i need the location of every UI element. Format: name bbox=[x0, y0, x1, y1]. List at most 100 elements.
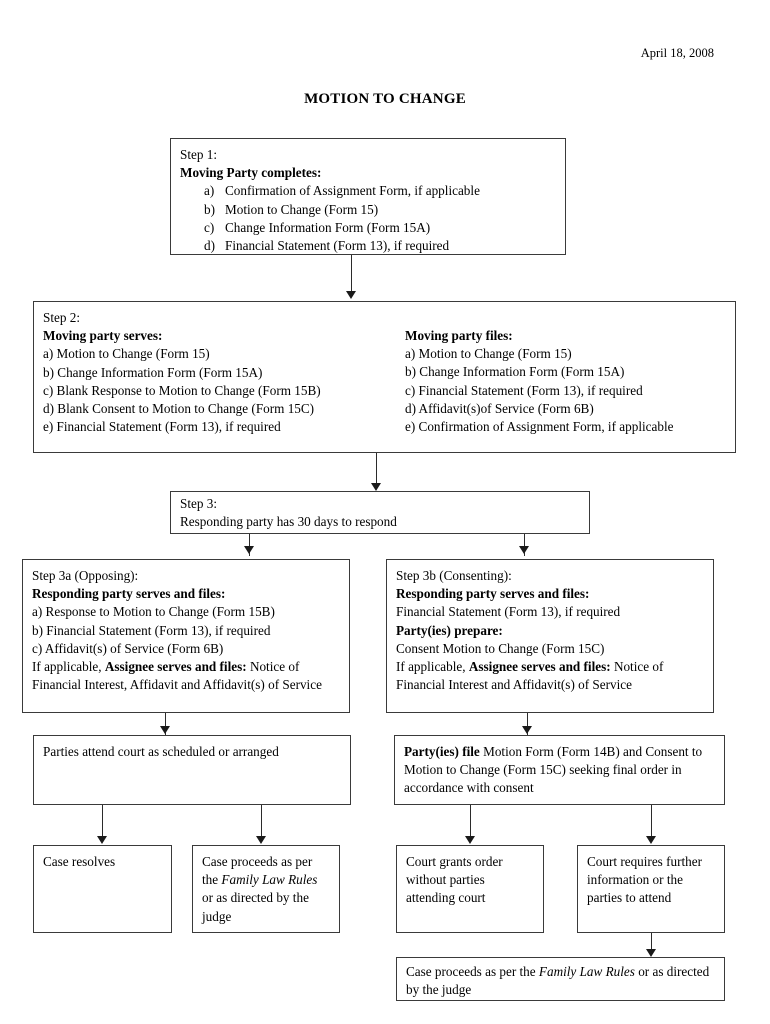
connector-step3a-attend-court bbox=[165, 713, 167, 735]
list-text: Financial Statement (Form 13), if requir… bbox=[225, 238, 450, 254]
attend-court-box: Parties attend court as scheduled or arr… bbox=[33, 735, 351, 805]
step-3b-heading-2: Party(ies) prepare: bbox=[396, 622, 503, 638]
arrowhead-court-requires bbox=[646, 836, 656, 844]
step-3-text: Responding party has 30 days to respond bbox=[180, 514, 397, 530]
step-3b-line-2: Consent Motion to Change (Form 15C) bbox=[396, 640, 605, 656]
note-suffix: Notice of Financial Interest and Affidav… bbox=[396, 659, 664, 693]
party-file-text: Party(ies) file Motion Form (Form 14B) a… bbox=[404, 743, 715, 798]
arrowhead-step3-step3b bbox=[519, 546, 529, 554]
arrowhead-step3-step3a bbox=[244, 546, 254, 554]
connector-attend-court-case-proceeds bbox=[261, 805, 263, 839]
step-3a-note: If applicable, Assignee serves and files… bbox=[32, 658, 340, 694]
list-item: e) Confirmation of Assignment Form, if a… bbox=[405, 419, 674, 435]
court-grants-order-box: Court grants order without parties atten… bbox=[396, 845, 544, 933]
connector-party-file-court-requires bbox=[651, 805, 653, 839]
list-item: c) Financial Statement (Form 13), if req… bbox=[405, 382, 643, 398]
arrowhead-step3a-attend-court bbox=[160, 726, 170, 734]
list-item: c) Affidavit(s) of Service (Form 6B) bbox=[32, 640, 224, 656]
list-item: d) Financial Statement (Form 13), if requ… bbox=[204, 237, 556, 255]
step-3b-box: Step 3b (Consenting): Responding party s… bbox=[386, 559, 714, 713]
document-date: April 18, 2008 bbox=[640, 46, 714, 60]
step-2-files-column: Moving party files: a) Motion to Change … bbox=[405, 327, 673, 436]
text-part-1: Case proceeds as per the bbox=[406, 964, 539, 979]
list-text: Motion to Change (Form 15) bbox=[225, 201, 379, 217]
step-2-box: Step 2: Moving party serves: a) Motion t… bbox=[33, 301, 736, 453]
case-resolves-text: Case resolves bbox=[43, 854, 116, 869]
list-item: c)Change Information Form (Form 15A) bbox=[204, 219, 556, 237]
connector-step3-step3b bbox=[524, 534, 526, 556]
note-bold: Assignee serves and files: bbox=[104, 659, 247, 675]
step-3-box: Step 3: Responding party has 30 days to … bbox=[170, 491, 590, 534]
court-requires-text: Court requires further information or th… bbox=[587, 854, 702, 906]
connector-step2-step3 bbox=[376, 453, 378, 485]
attend-court-text: Parties attend court as scheduled or arr… bbox=[43, 744, 279, 759]
step-3a-heading: Responding party serves and files: bbox=[32, 586, 226, 602]
court-requires-info-box: Court requires further information or th… bbox=[577, 845, 725, 933]
list-text: Change Information Form (Form 15A) bbox=[225, 219, 431, 235]
note-bold: Assignee serves and files: bbox=[468, 659, 611, 675]
step-3-label: Step 3: bbox=[180, 496, 217, 511]
connector-party-file-court-grants bbox=[470, 805, 472, 839]
step-2-label: Step 2: bbox=[43, 310, 80, 325]
step-3b-heading-1: Responding party serves and files: bbox=[396, 586, 590, 602]
list-item: b) Financial Statement (Form 13), if req… bbox=[32, 622, 271, 638]
arrowhead-case-proceeds-bottom bbox=[646, 949, 656, 957]
arrowhead-case-resolves bbox=[97, 836, 107, 844]
connector-step3-step3a bbox=[249, 534, 251, 556]
list-item: b) Motion to Change (Form 15) bbox=[204, 201, 556, 219]
list-item: d) Blank Consent to Motion to Change (Fo… bbox=[43, 401, 315, 417]
list-item: a) Confirmation of Assignment Form, if ap… bbox=[204, 182, 556, 200]
text-part-1: Case proceeds as per the bbox=[202, 854, 313, 888]
party-file-rest: Motion Form (Form 14B) and Consent to Mo… bbox=[404, 744, 703, 796]
list-item: b) Change Information Form (Form 15A) bbox=[43, 364, 263, 380]
court-grants-text: Court grants order without parties atten… bbox=[406, 854, 503, 906]
step-1-label: Step 1: bbox=[180, 147, 217, 162]
connector-attend-court-case-resolves bbox=[102, 805, 104, 839]
step-3b-line-1: Financial Statement (Form 13), if requir… bbox=[396, 604, 621, 620]
list-item: e) Financial Statement (Form 13), if req… bbox=[43, 419, 281, 435]
text-part-2: or as directed by the judge bbox=[202, 890, 309, 924]
step-2-serves-column: Step 2: Moving party serves: a) Motion t… bbox=[43, 309, 321, 436]
step-1-list: a) Confirmation of Assignment Form, if ap… bbox=[180, 182, 556, 255]
step-2-files-heading: Moving party files: bbox=[405, 328, 513, 343]
arrowhead-case-proceeds-left bbox=[256, 836, 266, 844]
step-3b-note: If applicable, Assignee serves and files… bbox=[396, 658, 704, 694]
arrowhead-court-grants bbox=[465, 836, 475, 844]
case-proceeds-bottom-text: Case proceeds as per the Family Law Rule… bbox=[406, 963, 715, 999]
connector-step1-step2 bbox=[351, 255, 353, 293]
page-title: MOTION TO CHANGE bbox=[304, 91, 466, 107]
list-marker: b) bbox=[204, 201, 215, 217]
party-file-bold: Party(ies) file bbox=[404, 744, 480, 759]
list-text: Confirmation of Assignment Form, if appl… bbox=[225, 183, 480, 199]
case-resolves-box: Case resolves bbox=[33, 845, 172, 933]
case-proceeds-bottom-box: Case proceeds as per the Family Law Rule… bbox=[396, 957, 725, 1001]
note-prefix: If applicable, bbox=[396, 659, 469, 675]
list-item: a) Response to Motion to Change (Form 15… bbox=[32, 604, 275, 620]
list-item: a) Motion to Change (Form 15) bbox=[43, 346, 210, 362]
step-3b-label: Step 3b (Consenting): bbox=[396, 568, 512, 583]
connector-step3b-party-file bbox=[527, 713, 529, 735]
italic-family-law-rules: Family Law Rules bbox=[538, 964, 635, 979]
step-2-serves-heading: Moving party serves: bbox=[43, 328, 163, 344]
arrowhead-step1-step2 bbox=[346, 291, 356, 299]
case-proceeds-left-text: Case proceeds as per the Family Law Rule… bbox=[202, 853, 330, 926]
arrowhead-step2-step3 bbox=[371, 483, 381, 491]
note-suffix: Notice of Financial Interest, Affidavit … bbox=[32, 659, 322, 693]
connector-court-requires-case-proceeds bbox=[651, 933, 653, 953]
step-3a-box: Step 3a (Opposing): Responding party ser… bbox=[22, 559, 350, 713]
step-1-heading: Moving Party completes: bbox=[180, 165, 322, 181]
list-item: b) Change Information Form (Form 15A) bbox=[405, 364, 625, 380]
step-3a-label: Step 3a (Opposing): bbox=[32, 568, 139, 583]
party-file-box: Party(ies) file Motion Form (Form 14B) a… bbox=[394, 735, 725, 805]
list-item: c) Blank Response to Motion to Change (F… bbox=[43, 382, 321, 398]
list-marker: d) bbox=[204, 238, 215, 254]
step-1-box: Step 1: Moving Party completes: a) Confir… bbox=[170, 138, 566, 255]
list-item: d) Affidavit(s)of Service (Form 6B) bbox=[405, 400, 594, 416]
text-part-2: or as directed by the judge bbox=[406, 964, 710, 998]
italic-family-law-rules: Family Law Rules bbox=[221, 872, 318, 888]
arrowhead-step3b-party-file bbox=[522, 726, 532, 734]
list-marker: a) bbox=[204, 183, 215, 199]
list-item: a) Motion to Change (Form 15) bbox=[405, 346, 572, 362]
note-prefix: If applicable, bbox=[32, 659, 105, 675]
